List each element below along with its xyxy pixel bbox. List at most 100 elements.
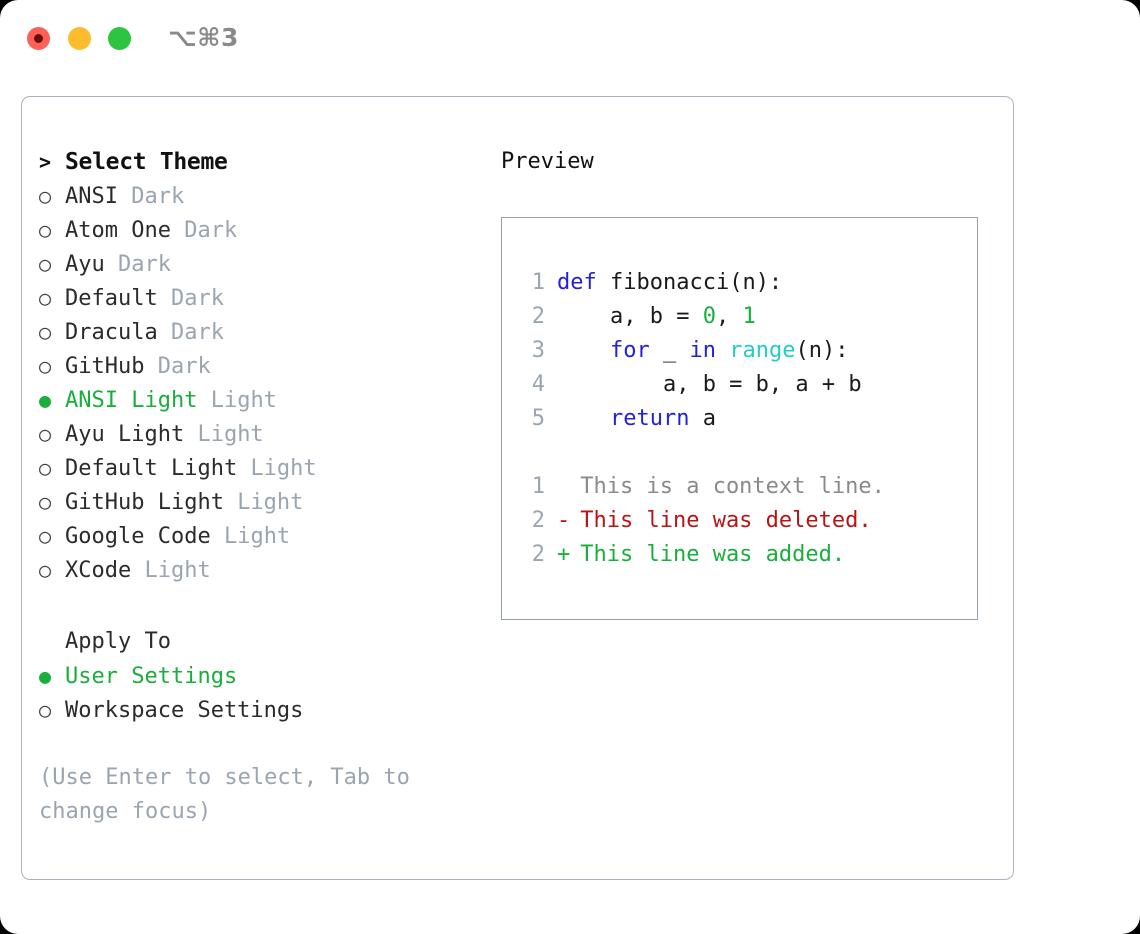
theme-variant: Dark: [117, 252, 171, 277]
code-line: 4 a, b = b, a + b: [502, 368, 977, 402]
radio-unselected-icon: ○: [39, 490, 52, 514]
title-bar: ⌥⌘3: [0, 0, 1140, 78]
line-number: 2: [531, 508, 545, 533]
preview-title: Preview: [501, 149, 594, 174]
code-token: return: [609, 406, 690, 431]
line-number: 3: [531, 338, 545, 363]
code-token: [557, 338, 610, 363]
diff-sample: 1 This is a context line.2- This line wa…: [502, 470, 977, 572]
radio-selected-icon: ●: [39, 388, 52, 412]
line-number: 4: [531, 372, 545, 397]
theme-option-github-light[interactable]: ○ GitHub Light Light: [39, 485, 489, 519]
code-token: in: [689, 338, 716, 363]
select-theme-header: > Select Theme: [39, 145, 489, 179]
code-line: 2 a, b = 0, 1: [502, 300, 977, 334]
radio-unselected-icon: ○: [39, 218, 52, 242]
code-token: def: [557, 270, 597, 295]
theme-option-default-light[interactable]: ○ Default Light Light: [39, 451, 489, 485]
diff-text: This line was deleted.: [567, 508, 872, 533]
apply-to-option-label: Workspace Settings: [65, 698, 304, 723]
theme-list: ○ANSI Dark○Atom One Dark○Ayu Dark○Defaul…: [39, 179, 489, 587]
code-token: 0: [702, 304, 716, 329]
apply-to-option-workspace-settings[interactable]: ○ Workspace Settings: [39, 693, 489, 727]
code-token: a, b = b, a + b: [557, 372, 862, 397]
code-token: _: [649, 338, 690, 363]
theme-variant: Dark: [170, 320, 224, 345]
theme-option-ayu[interactable]: ○ Ayu Dark: [39, 247, 489, 281]
theme-option-google-code[interactable]: ○Google Code Light: [39, 519, 489, 553]
theme-option-atom-one[interactable]: ○Atom One Dark: [39, 213, 489, 247]
code-token: a: [689, 406, 716, 431]
radio-unselected-icon: ○: [39, 422, 52, 446]
maximize-window-button[interactable]: [108, 27, 131, 50]
code-token: [716, 338, 729, 363]
theme-option-ansi[interactable]: ○ANSI Dark: [39, 179, 489, 213]
theme-option-ayu-light[interactable]: ○ Ayu Light Light: [39, 417, 489, 451]
theme-option-default[interactable]: ○ Default Dark: [39, 281, 489, 315]
radio-unselected-icon: ○: [39, 456, 52, 480]
theme-name: GitHub: [65, 354, 158, 379]
diff-line: 2+ This line was added.: [502, 538, 977, 572]
keyboard-hint-text: (Use Enter to select, Tab to change focu…: [39, 765, 410, 824]
code-line: 3 for _ in range(n):: [502, 334, 977, 368]
theme-name: XCode: [65, 558, 145, 583]
theme-variant: Light: [223, 524, 291, 549]
diff-text: This is a context line.: [567, 474, 885, 499]
code-token: [557, 406, 610, 431]
theme-option-xcode[interactable]: ○XCode Light: [39, 553, 489, 587]
radio-unselected-icon: ○: [39, 354, 52, 378]
diff-marker: [557, 470, 567, 504]
radio-unselected-icon: ○: [39, 698, 52, 722]
radio-selected-icon: ●: [39, 664, 52, 688]
code-token: range: [729, 338, 796, 363]
line-number: 2: [531, 304, 545, 329]
keyboard-shortcut-label: ⌥⌘3: [168, 23, 239, 52]
apply-to-option-label: User Settings: [65, 664, 238, 689]
apply-to-option-user-settings[interactable]: ● User Settings: [39, 659, 489, 693]
theme-name: Ayu: [65, 252, 118, 277]
theme-variant: Light: [237, 490, 304, 515]
radio-unselected-icon: ○: [39, 286, 52, 310]
diff-marker: -: [557, 508, 571, 533]
theme-name: Default Light: [65, 456, 251, 481]
line-number: 1: [531, 270, 545, 295]
radio-unselected-icon: ○: [39, 252, 52, 276]
close-window-button[interactable]: [27, 27, 50, 50]
theme-picker-column: >Select Theme ○ANSI Dark○Atom One Dark○A…: [39, 145, 489, 829]
line-number: 5: [531, 406, 545, 431]
apply-to-section: Apply To ● User Settings ○ Workspace Settin…: [39, 625, 489, 727]
minimize-window-button[interactable]: [68, 27, 91, 50]
theme-option-github[interactable]: ○ GitHub Dark: [39, 349, 489, 383]
theme-name: ANSI: [65, 184, 132, 209]
theme-name: ANSI Light: [65, 388, 211, 413]
select-theme-title: Select Theme: [65, 149, 228, 175]
theme-option-ansi-light[interactable]: ●ANSI Light Light: [39, 383, 489, 417]
apply-to-label: Apply To: [65, 629, 171, 654]
code-token: (n):: [795, 338, 849, 363]
theme-name: Google Code: [65, 524, 224, 549]
theme-name: GitHub Light: [65, 490, 238, 515]
diff-line: 2- This line was deleted.: [502, 504, 977, 538]
apply-to-options: ● User Settings ○ Workspace Settings: [39, 659, 489, 727]
code-token: for: [609, 338, 650, 363]
line-number: 2: [531, 542, 545, 567]
code-line: 5 return a: [502, 402, 977, 436]
theme-name: Default: [65, 286, 171, 311]
theme-variant: Dark: [170, 286, 224, 311]
theme-variant: Light: [250, 456, 317, 481]
theme-name: Atom One: [65, 218, 185, 243]
theme-variant: Dark: [157, 354, 211, 379]
radio-unselected-icon: ○: [39, 320, 52, 344]
code-token: ,: [715, 304, 743, 329]
prompt-caret-icon: >: [39, 150, 51, 174]
main-panel: >Select Theme ○ANSI Dark○Atom One Dark○A…: [21, 96, 1014, 880]
code-token: 1: [742, 304, 756, 329]
theme-variant: Light: [197, 422, 264, 447]
theme-name: Ayu Light: [65, 422, 198, 447]
theme-option-dracula[interactable]: ○Dracula Dark: [39, 315, 489, 349]
